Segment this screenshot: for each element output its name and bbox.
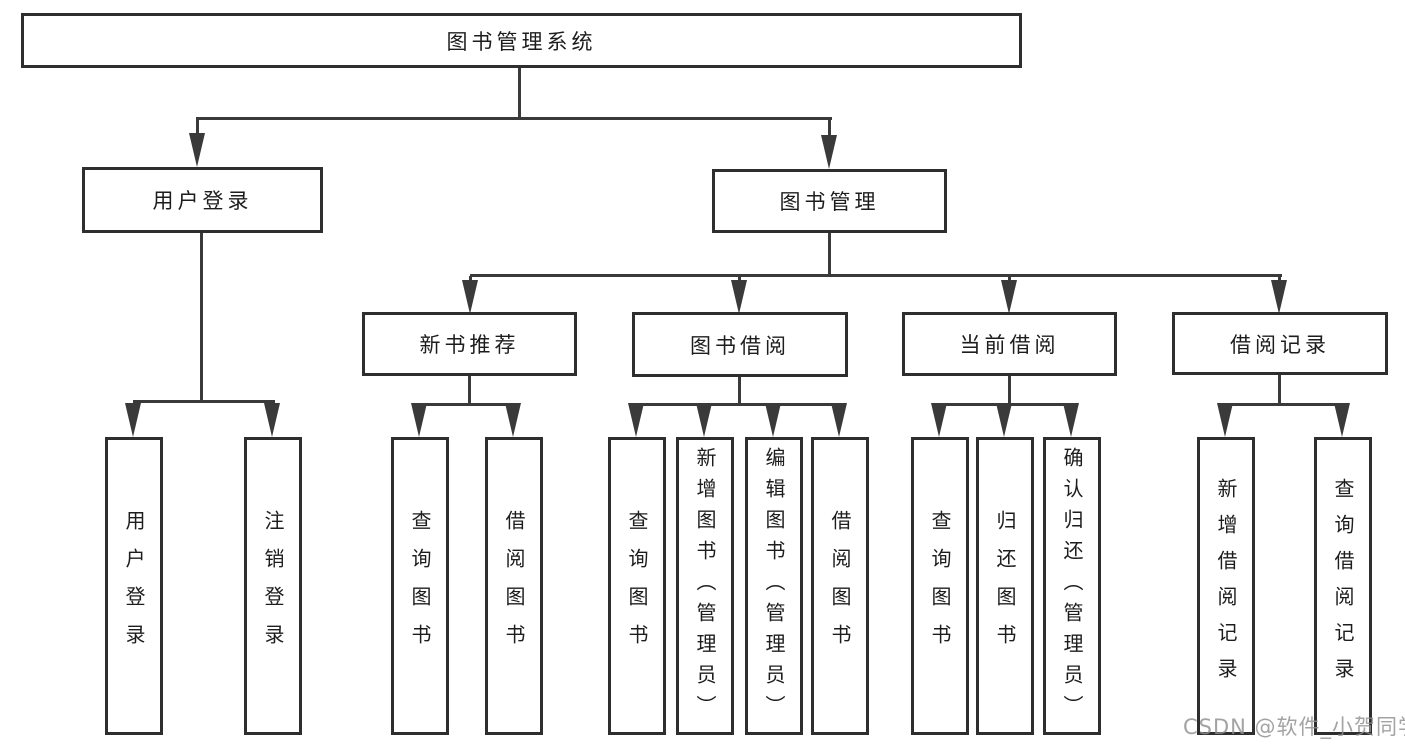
connector-group2-crossbar xyxy=(419,403,516,406)
node-user-login-label: 用户登录 xyxy=(152,189,253,213)
leaf-borrow-books-2-label: 借阅图书 xyxy=(828,510,852,662)
connector-user-login-stem xyxy=(200,231,203,403)
arrowhead-leaf-return xyxy=(996,403,1012,437)
leaf-query-borrow-record-label: 查询借阅记录 xyxy=(1331,478,1355,694)
leaf-return-books-label: 归还图书 xyxy=(993,510,1017,662)
leaf-borrow-books-1-label: 借阅图书 xyxy=(502,510,526,662)
arrowhead-leaf-query-2 xyxy=(628,403,644,437)
leaf-user-login: 用户登录 xyxy=(105,437,163,735)
leaf-logout: 注销登录 xyxy=(244,437,302,735)
arrowhead-current-borrow xyxy=(1001,280,1017,314)
arrowhead-leaf-query-1 xyxy=(411,403,427,437)
node-current-borrow: 当前借阅 xyxy=(902,312,1117,376)
connector-current-borrow-stem xyxy=(1008,374,1011,406)
leaf-query-books-3: 查询图书 xyxy=(911,437,969,735)
arrowhead-leaf-user-login xyxy=(125,403,141,437)
arrowhead-leaf-query-record xyxy=(1334,403,1350,437)
connector-book-mgmt-drop xyxy=(828,119,831,143)
connector-group3-crossbar xyxy=(636,403,842,406)
leaf-borrow-books-2: 借阅图书 xyxy=(811,437,869,735)
leaf-confirm-return-admin: 确认归还（管理员） xyxy=(1043,437,1101,735)
leaf-add-borrow-record-label: 新增借阅记录 xyxy=(1214,478,1238,694)
node-library-system-label: 图书管理系统 xyxy=(446,29,597,54)
arrowhead-leaf-add-record xyxy=(1217,403,1233,437)
connector-borrow-records-stem xyxy=(1278,373,1281,406)
arrowhead-user-login xyxy=(189,133,205,167)
arrowhead-leaf-borrow-2 xyxy=(831,403,847,437)
leaf-query-borrow-record: 查询借阅记录 xyxy=(1314,437,1372,735)
connector-group5-crossbar xyxy=(1225,403,1345,406)
leaf-edit-books-admin-label: 编辑图书（管理员） xyxy=(762,446,786,726)
arrowhead-borrow-records xyxy=(1271,280,1287,314)
node-borrow-records: 借阅记录 xyxy=(1172,312,1388,375)
leaf-user-login-label: 用户登录 xyxy=(122,510,146,662)
arrowhead-leaf-confirm-return xyxy=(1063,403,1079,437)
leaf-edit-books-admin: 编辑图书（管理员） xyxy=(745,437,803,735)
arrowhead-book-borrow xyxy=(731,280,747,314)
node-library-system: 图书管理系统 xyxy=(21,13,1022,68)
node-book-borrow: 图书借阅 xyxy=(632,312,848,377)
node-new-book-recommend: 新书推荐 xyxy=(362,312,577,376)
leaf-query-books-1: 查询图书 xyxy=(391,437,449,735)
node-book-borrow-label: 图书借阅 xyxy=(690,333,790,358)
connector-book-mgmt-stem xyxy=(828,231,831,277)
leaf-query-books-2: 查询图书 xyxy=(608,437,666,735)
node-current-borrow-label: 当前借阅 xyxy=(959,333,1060,357)
node-user-login: 用户登录 xyxy=(82,167,323,233)
leaf-add-books-admin-label: 新增图书（管理员） xyxy=(693,446,717,726)
node-book-management-label: 图书管理 xyxy=(779,190,880,214)
leaf-borrow-books-1: 借阅图书 xyxy=(485,437,543,735)
leaf-add-books-admin: 新增图书（管理员） xyxy=(676,437,734,735)
connector-root-stem xyxy=(518,66,521,119)
arrowhead-leaf-logout xyxy=(264,403,280,437)
arrowhead-leaf-borrow-1 xyxy=(505,403,521,437)
leaf-query-books-2-label: 查询图书 xyxy=(625,510,649,662)
node-borrow-records-label: 借阅记录 xyxy=(1230,332,1330,357)
node-new-book-recommend-label: 新书推荐 xyxy=(419,333,520,357)
leaf-query-books-3-label: 查询图书 xyxy=(928,510,952,662)
connector-level2-crossbar xyxy=(196,117,832,120)
connector-group1-crossbar xyxy=(133,400,275,403)
connector-book-borrow-stem xyxy=(738,375,741,406)
leaf-add-borrow-record: 新增借阅记录 xyxy=(1197,437,1255,735)
node-book-management: 图书管理 xyxy=(712,169,947,233)
arrowhead-leaf-query-3 xyxy=(931,403,947,437)
leaf-confirm-return-admin-label: 确认归还（管理员） xyxy=(1060,446,1084,726)
leaf-return-books: 归还图书 xyxy=(976,437,1034,735)
arrowhead-leaf-add-books xyxy=(696,403,712,437)
connector-user-login-drop xyxy=(196,119,199,143)
leaf-query-books-1-label: 查询图书 xyxy=(408,510,432,662)
arrowhead-book-mgmt xyxy=(821,135,837,169)
arrowhead-new-books xyxy=(462,280,478,314)
connector-new-books-stem xyxy=(468,374,471,406)
leaf-logout-label: 注销登录 xyxy=(261,510,285,662)
csdn-watermark: CSDN @软件_小贺同学 xyxy=(1183,715,1405,739)
arrowhead-leaf-edit-books xyxy=(765,403,781,437)
connector-level3-crossbar xyxy=(470,274,1282,277)
